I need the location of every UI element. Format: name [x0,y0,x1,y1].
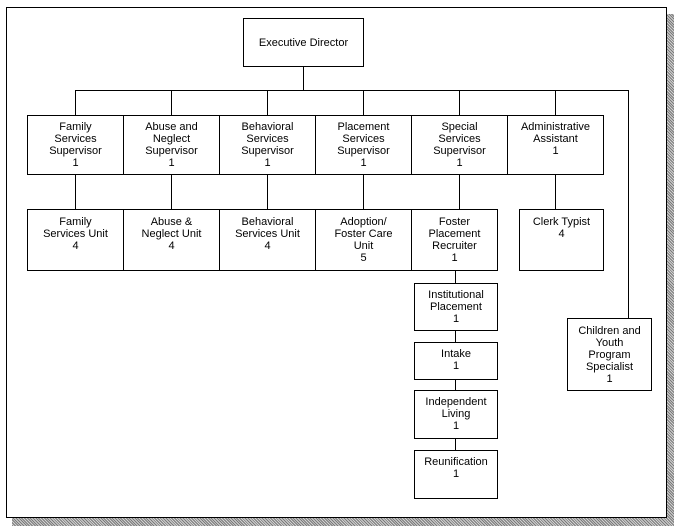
node-title: Foster Placement Recruiter [428,216,481,252]
administrative-assistant-box: Administrative Assistant 1 [507,115,604,175]
node-title: Family Services Supervisor [49,121,102,157]
node-title: Abuse and Neglect Supervisor [145,121,198,157]
behavioral-services-supervisor-box: Behavioral Services Supervisor 1 [219,115,316,175]
node-title: Intake [441,348,471,360]
node-title: Independent Living [425,396,487,420]
node-title: Institutional Placement [428,289,484,313]
independent-living-box: Independent Living 1 [414,390,498,439]
abuse-neglect-supervisor-box: Abuse and Neglect Supervisor 1 [123,115,220,175]
node-title: Clerk Typist [532,216,591,228]
node-title: Abuse & Neglect Unit [141,216,202,240]
node-count: 1 [168,157,175,169]
adoption-foster-care-unit-box: Adoption/ Foster Care Unit 5 [315,209,412,271]
node-title: Executive Director [258,36,349,49]
node-count: 1 [456,157,463,169]
node-count: 1 [72,157,79,169]
node-count: 1 [552,145,559,157]
node-title: Children and Youth Program Specialist [578,325,641,373]
node-count: 1 [452,468,460,480]
behavioral-services-unit-box: Behavioral Services Unit 4 [219,209,316,271]
abuse-neglect-unit-box: Abuse & Neglect Unit 4 [123,209,220,271]
node-count: 1 [452,360,460,372]
foster-placement-recruiter-box: Foster Placement Recruiter 1 [411,209,498,271]
node-count: 4 [264,240,271,252]
family-services-unit-box: Family Services Unit 4 [27,209,124,271]
node-count: 1 [452,420,460,432]
node-count: 1 [606,373,613,385]
clerk-typist-box: Clerk Typist 4 [519,209,604,271]
node-title: Reunification [424,456,488,468]
node-count: 4 [168,240,175,252]
intake-box: Intake 1 [414,342,498,380]
node-title: Special Services Supervisor [433,121,486,157]
family-services-supervisor-box: Family Services Supervisor 1 [27,115,124,175]
node-title: Behavioral Services Unit [235,216,300,240]
node-title: Family Services Unit [43,216,108,240]
placement-services-supervisor-box: Placement Services Supervisor 1 [315,115,412,175]
node-count: 4 [72,240,79,252]
node-title: Placement Services Supervisor [337,121,390,157]
node-count: 5 [360,252,367,264]
reunification-box: Reunification 1 [414,450,498,499]
children-youth-program-specialist-box: Children and Youth Program Specialist 1 [567,318,652,391]
special-services-supervisor-box: Special Services Supervisor 1 [411,115,508,175]
node-count: 4 [558,228,565,240]
node-count: 1 [452,313,460,325]
node-title: Administrative Assistant [520,121,591,145]
node-count: 1 [264,157,271,169]
node-count: 1 [360,157,367,169]
node-title: Adoption/ Foster Care Unit [334,216,393,252]
node-count: 1 [451,252,458,264]
institutional-placement-box: Institutional Placement 1 [414,283,498,331]
executive-director-box: Executive Director [243,18,364,67]
node-title: Behavioral Services Supervisor [241,121,294,157]
